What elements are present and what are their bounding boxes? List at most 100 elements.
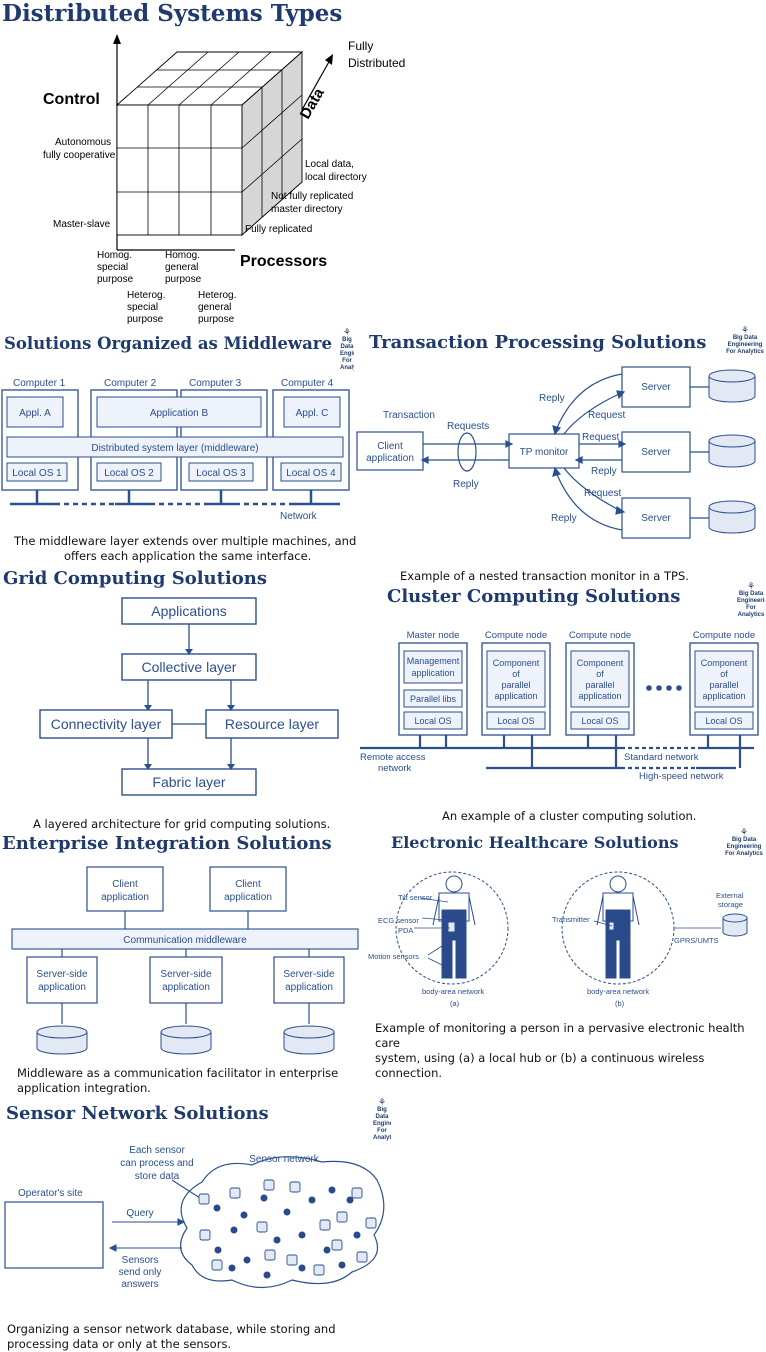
svg-text:Appl. A: Appl. A bbox=[19, 408, 51, 419]
svg-text:High-speed network: High-speed network bbox=[639, 771, 724, 782]
svg-text:purpose: purpose bbox=[165, 274, 202, 285]
svg-text:Reply: Reply bbox=[591, 466, 617, 477]
svg-text:application: application bbox=[578, 691, 621, 701]
middleware-caption: The middleware layer extends over multip… bbox=[14, 534, 357, 563]
processors-axis-label: Processors bbox=[240, 253, 327, 270]
svg-text:Transmitter: Transmitter bbox=[552, 915, 590, 924]
middleware-title: Solutions Organized as Middleware bbox=[4, 334, 333, 353]
svg-text:Master node: Master node bbox=[407, 630, 460, 641]
svg-text:Server: Server bbox=[641, 447, 671, 458]
svg-text:of: of bbox=[720, 669, 728, 679]
sensor-databases bbox=[198, 1179, 377, 1276]
svg-text:Distributed: Distributed bbox=[348, 56, 405, 70]
svg-text:Server: Server bbox=[641, 382, 671, 393]
svg-text:Server: Server bbox=[641, 513, 671, 524]
svg-text:Component: Component bbox=[493, 658, 540, 668]
svg-text:Local OS: Local OS bbox=[581, 716, 618, 726]
svg-text:Not fully replicated: Not fully replicated bbox=[271, 191, 353, 202]
svg-text:Computer 4: Computer 4 bbox=[281, 378, 334, 389]
ellipsis-dots bbox=[646, 685, 682, 691]
svg-text:Server-side: Server-side bbox=[160, 969, 212, 980]
healthcare-caption: Example of monitoring a person in a perv… bbox=[375, 1021, 745, 1080]
svg-text:body-area network: body-area network bbox=[422, 987, 484, 996]
svg-text:local directory: local directory bbox=[305, 172, 367, 183]
enterprise-caption: Middleware as a communication facilitato… bbox=[17, 1066, 339, 1095]
svg-text:Requests: Requests bbox=[447, 421, 489, 432]
svg-text:Communication middleware: Communication middleware bbox=[123, 935, 247, 946]
svg-text:application: application bbox=[411, 668, 454, 678]
svg-text:application: application bbox=[366, 453, 414, 464]
logo-mark-icon: ⚘ bbox=[746, 582, 756, 591]
svg-text:Master-slave: Master-slave bbox=[53, 219, 111, 230]
svg-text:application: application bbox=[702, 691, 745, 701]
svg-text:Operator's site: Operator's site bbox=[18, 1188, 83, 1199]
svg-text:Appl. C: Appl. C bbox=[296, 408, 329, 419]
svg-text:Tilt sensor: Tilt sensor bbox=[398, 893, 433, 902]
database-icon bbox=[722, 913, 748, 937]
svg-text:Homog.: Homog. bbox=[97, 250, 132, 261]
svg-text:application: application bbox=[101, 892, 149, 903]
svg-text:parallel: parallel bbox=[709, 680, 738, 690]
svg-text:Server-side: Server-side bbox=[283, 969, 335, 980]
svg-text:Sensors: Sensors bbox=[122, 1255, 159, 1266]
grid-diagram: Applications Collective layer Connectivi… bbox=[39, 597, 339, 796]
page-title: Distributed Systems Types bbox=[2, 0, 343, 27]
grid-title: Grid Computing Solutions bbox=[3, 568, 267, 589]
logo-mark-icon: ⚘ bbox=[740, 325, 750, 335]
svg-text:Fully replicated: Fully replicated bbox=[245, 224, 312, 235]
svg-text:(b): (b) bbox=[615, 999, 625, 1008]
svg-text:application: application bbox=[224, 892, 272, 903]
svg-text:Request: Request bbox=[584, 488, 621, 499]
svg-text:Motion sensors: Motion sensors bbox=[368, 952, 419, 961]
svg-text:purpose: purpose bbox=[198, 314, 235, 325]
svg-text:Compute node: Compute node bbox=[485, 630, 547, 641]
svg-text:Remote access: Remote access bbox=[360, 752, 426, 763]
svg-text:Application B: Application B bbox=[150, 408, 209, 419]
svg-text:Computer 2: Computer 2 bbox=[104, 378, 157, 389]
svg-text:general: general bbox=[165, 262, 198, 273]
svg-text:network: network bbox=[378, 763, 412, 774]
sensor-diagram: Operator's site Each sensor can process … bbox=[4, 1145, 385, 1290]
svg-text:Distributed system layer (midd: Distributed system layer (middleware) bbox=[91, 443, 258, 454]
svg-text:Resource layer: Resource layer bbox=[225, 716, 319, 732]
svg-text:Request: Request bbox=[588, 410, 625, 421]
svg-text:Autonomous: Autonomous bbox=[55, 137, 111, 148]
svg-text:GPRS/UMTS: GPRS/UMTS bbox=[674, 936, 719, 945]
svg-text:Reply: Reply bbox=[453, 479, 479, 490]
svg-text:purpose: purpose bbox=[97, 274, 134, 285]
grid-caption: A layered architecture for grid computin… bbox=[33, 817, 331, 831]
sensor-caption: Organizing a sensor network database, wh… bbox=[7, 1322, 336, 1351]
svg-text:Transaction: Transaction bbox=[383, 410, 435, 421]
svg-text:Applications: Applications bbox=[151, 603, 227, 619]
logo-mark-icon: ⚘ bbox=[739, 828, 749, 837]
svg-text:body-area network: body-area network bbox=[587, 987, 649, 996]
person-a-icon bbox=[432, 875, 476, 979]
svg-text:Computer 3: Computer 3 bbox=[189, 378, 242, 389]
svg-text:Compute node: Compute node bbox=[569, 630, 631, 641]
svg-text:Local OS 3: Local OS 3 bbox=[196, 468, 246, 479]
svg-text:Computer 1: Computer 1 bbox=[13, 378, 66, 389]
svg-text:Compute node: Compute node bbox=[693, 630, 755, 641]
svg-text:general: general bbox=[198, 302, 231, 313]
svg-text:application: application bbox=[494, 691, 537, 701]
svg-text:(a): (a) bbox=[450, 999, 460, 1008]
svg-text:Homog.: Homog. bbox=[165, 250, 200, 261]
sensor-cloud bbox=[180, 1156, 385, 1289]
svg-text:send only: send only bbox=[119, 1267, 162, 1278]
svg-text:Reply: Reply bbox=[551, 513, 577, 524]
transaction-title: Transaction Processing Solutions bbox=[369, 332, 707, 353]
svg-text:Local OS 4: Local OS 4 bbox=[286, 468, 336, 479]
svg-text:Server-side: Server-side bbox=[36, 969, 88, 980]
svg-text:Local data,: Local data, bbox=[305, 159, 354, 170]
svg-text:Local OS 2: Local OS 2 bbox=[104, 468, 154, 479]
svg-text:Parallel libs: Parallel libs bbox=[410, 694, 457, 704]
svg-text:Each sensor: Each sensor bbox=[129, 1145, 185, 1156]
svg-text:parallel: parallel bbox=[501, 680, 530, 690]
svg-text:Component: Component bbox=[577, 658, 624, 668]
svg-text:of: of bbox=[596, 669, 604, 679]
